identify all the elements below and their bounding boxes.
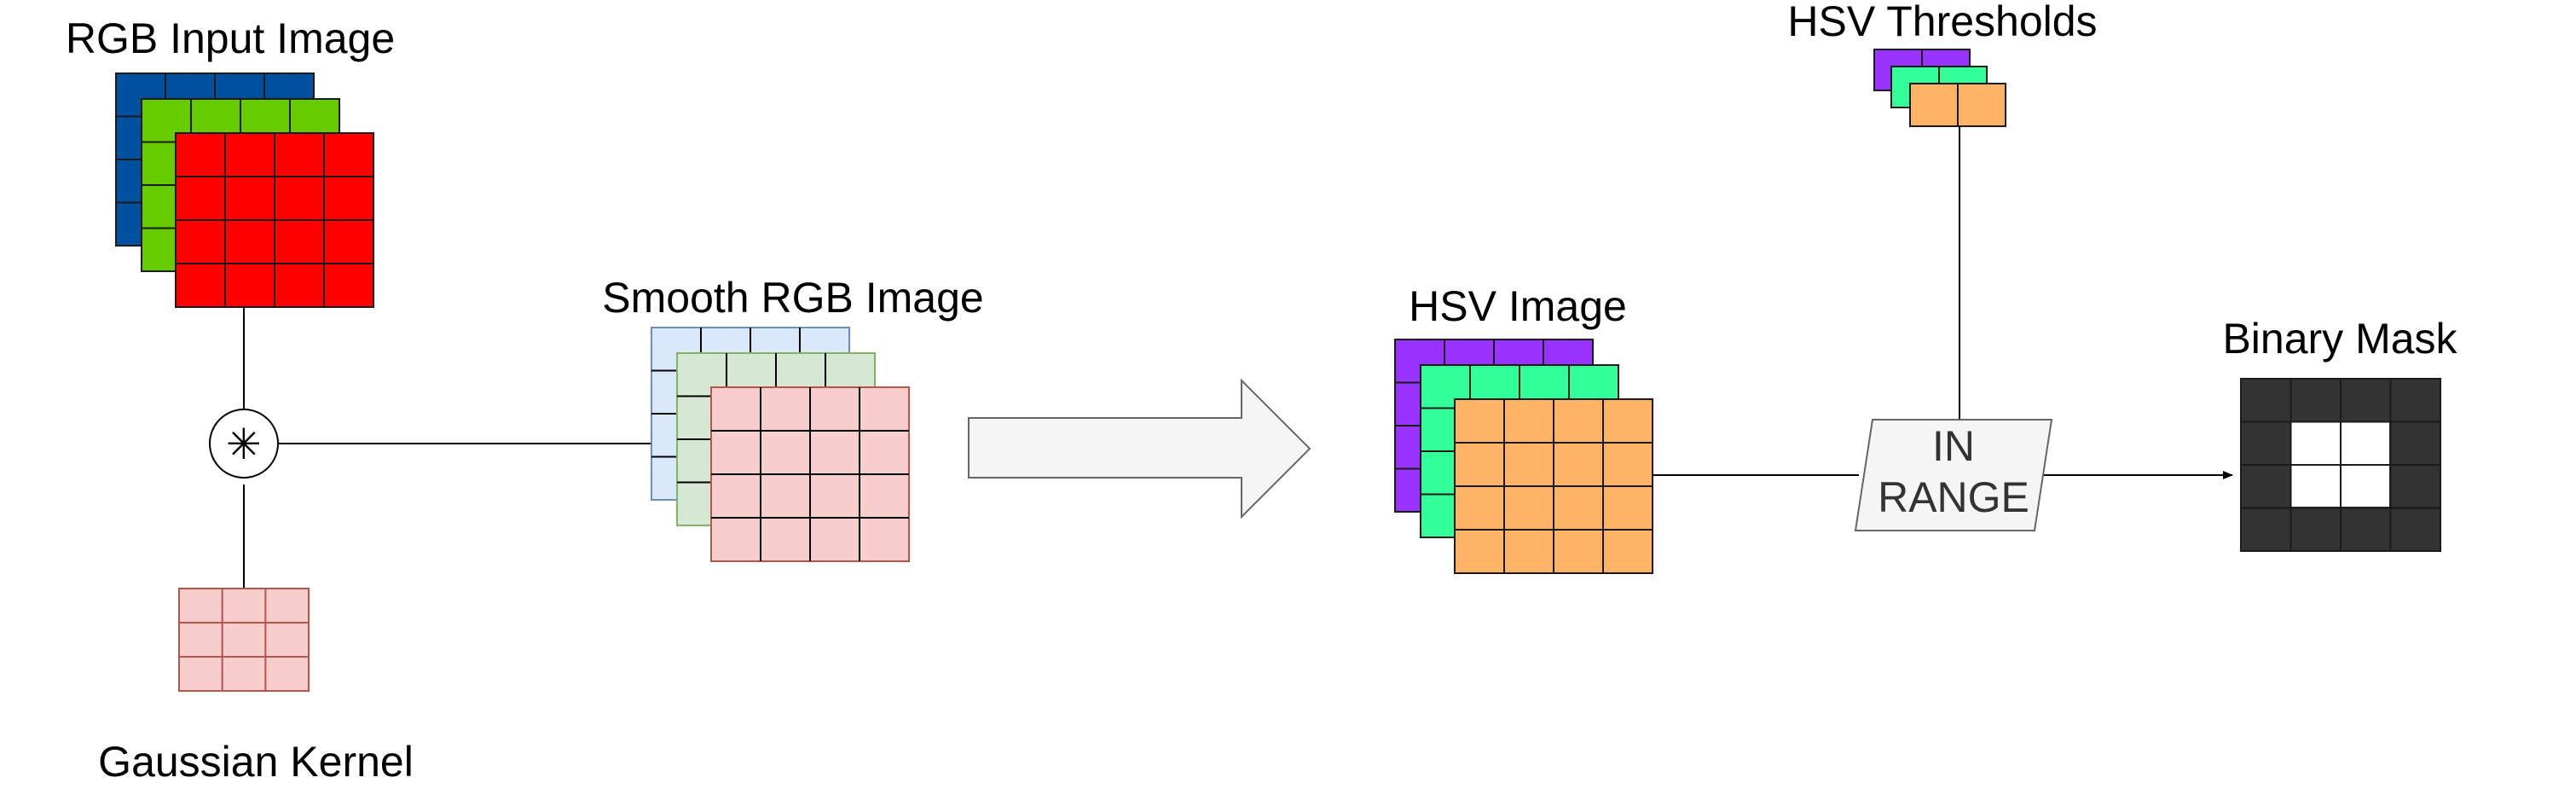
in-range-label-line2: RANGE bbox=[1878, 473, 2029, 521]
hsv-orange-channel bbox=[1454, 398, 1653, 574]
rgb-input-label: RGB Input Image bbox=[66, 15, 395, 62]
gaussian-kernel-label: Gaussian Kernel bbox=[98, 738, 414, 786]
smooth-rgb-image bbox=[651, 327, 910, 562]
rgb-input-image bbox=[115, 73, 374, 308]
smooth-rgb-label: Smooth RGB Image bbox=[602, 274, 983, 322]
hsv-thresholds-label: HSV Thresholds bbox=[1787, 0, 2097, 45]
convolution-operator: ✳ bbox=[209, 409, 279, 479]
hsv-image bbox=[1394, 339, 1653, 574]
hsv-thresholds bbox=[1873, 49, 2006, 127]
binary-mask bbox=[2240, 378, 2441, 552]
in-range-label-line1: IN bbox=[1932, 422, 1975, 470]
smooth-red-channel bbox=[710, 386, 910, 562]
in-range-operator: IN RANGE bbox=[1854, 419, 2053, 531]
binary-mask-label: Binary Mask bbox=[2222, 315, 2457, 363]
gaussian-kernel bbox=[178, 588, 310, 692]
process-arrow bbox=[968, 378, 1311, 519]
rgb-red-channel bbox=[175, 132, 374, 308]
threshold-orange bbox=[1909, 83, 2006, 127]
hsv-image-label: HSV Image bbox=[1409, 282, 1627, 330]
convolution-symbol: ✳ bbox=[226, 420, 262, 469]
